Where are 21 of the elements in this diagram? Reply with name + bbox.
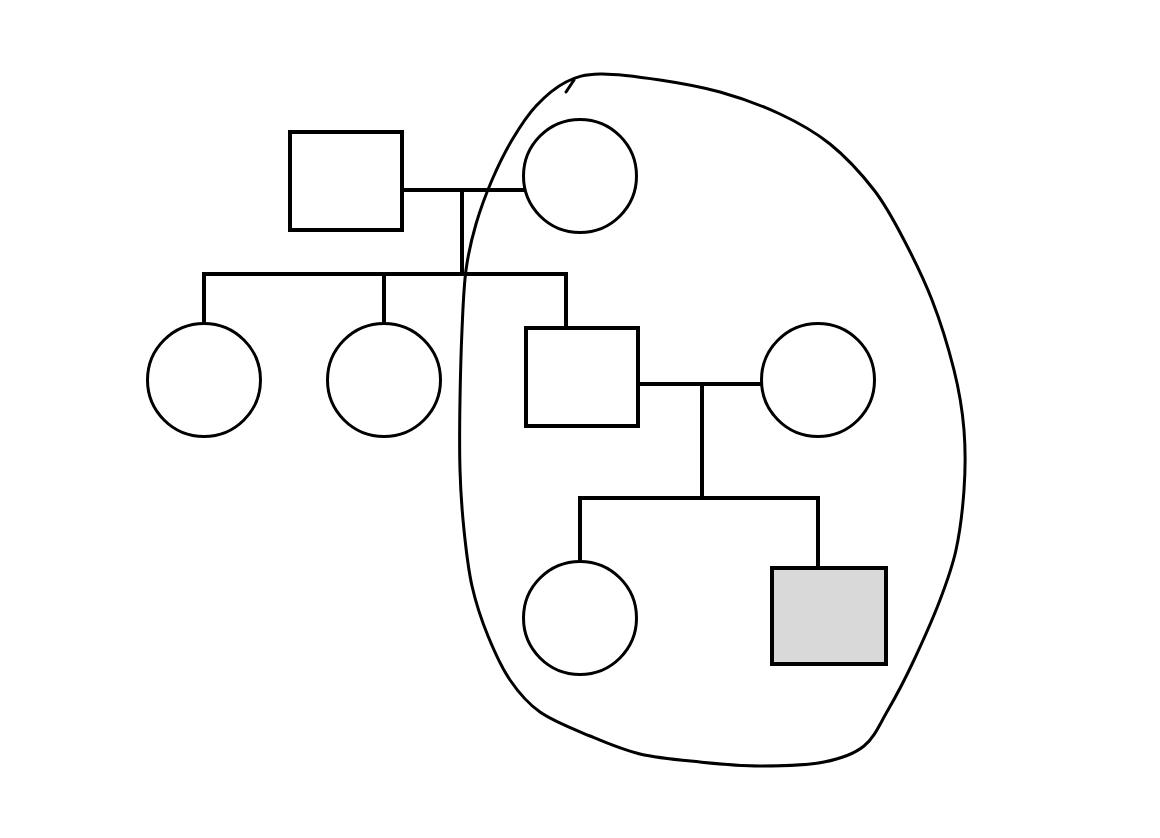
- pedigree-line: [700, 382, 704, 500]
- pedigree-line: [202, 272, 386, 324]
- circle-symbol: [760, 322, 876, 438]
- pedigree-line: [402, 188, 464, 192]
- freehand-loop: [456, 68, 972, 772]
- square-symbol: [288, 130, 404, 232]
- circle-symbol: [522, 118, 638, 234]
- pedigree-line: [460, 188, 526, 192]
- circle-symbol: [522, 560, 638, 676]
- circle-symbol: [326, 322, 442, 438]
- pedigree-line: [578, 496, 704, 562]
- pedigree-line: [460, 188, 464, 276]
- pedigree-line: [460, 272, 568, 328]
- pedigree-line: [638, 382, 704, 386]
- pedigree-line: [382, 272, 386, 324]
- circle-symbol: [146, 322, 262, 438]
- pedigree-line: [382, 272, 464, 276]
- square-symbol: [524, 326, 640, 428]
- pedigree-line: [700, 496, 820, 568]
- pedigree-line: [700, 382, 763, 386]
- shaded-square-symbol: [770, 566, 888, 666]
